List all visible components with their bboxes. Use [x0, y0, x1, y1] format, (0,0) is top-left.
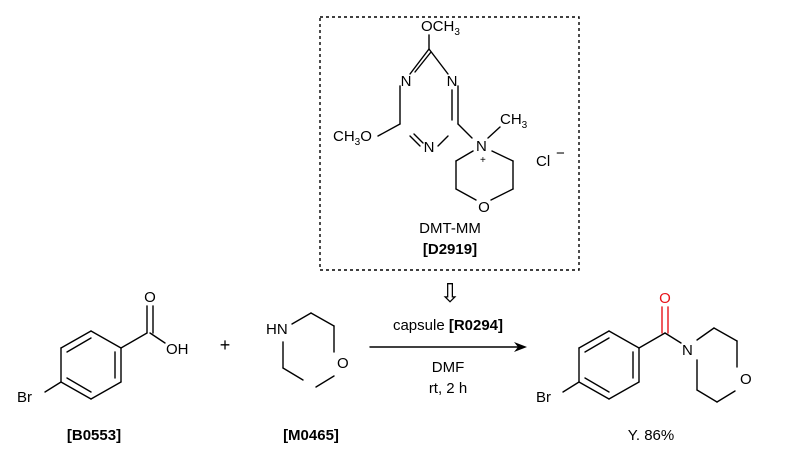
reagent-name: DMT-MM [419, 220, 481, 237]
reaction-arrow [369, 342, 527, 352]
quaternary-n: N [476, 138, 487, 155]
methoxy-left: CH3O [333, 128, 372, 148]
bromine-1: Br [17, 389, 32, 406]
chloride: Cl [536, 153, 550, 170]
triazine-n2: N [424, 139, 435, 156]
reactant-morpholine [282, 312, 335, 388]
arrow-above-label: capsule [R0294] [393, 317, 503, 334]
methoxy-top: OCH3 [421, 18, 460, 38]
reactant-2-code: [M0465] [283, 427, 339, 444]
morpholine-o: O [337, 355, 349, 372]
triazine-n3: N [401, 73, 412, 90]
product-amide [562, 306, 738, 403]
reagent-box: N N N OCH3 CH3O N + CH3 O Cl − DMT-MM [D… [319, 16, 580, 271]
triazine-n1: N [447, 73, 458, 90]
acid-hydroxyl: OH [166, 341, 189, 358]
morpholine-nh: HN [266, 321, 288, 338]
reactant-bromobenzoic-acid [44, 305, 166, 400]
reagent-code: [D2919] [423, 241, 477, 258]
n-plus-charge: + [480, 155, 486, 166]
conditions-label: rt, 2 h [429, 380, 467, 397]
plus-sign: + [220, 335, 231, 355]
dashed-frame [319, 16, 580, 271]
chloride-charge: − [556, 145, 565, 162]
reactant-1-code: [B0553] [67, 427, 121, 444]
bromine-2: Br [536, 389, 551, 406]
n-methyl: CH3 [500, 111, 528, 131]
triazine-ring [377, 34, 473, 147]
acid-carbonyl-o: O [144, 289, 156, 306]
product-yield: Y. 86% [628, 427, 674, 444]
product-amide-n: N [682, 342, 693, 359]
morpholinium-o: O [478, 199, 490, 216]
morpholinium-ring [455, 150, 514, 201]
product-carbonyl-o: O [659, 290, 671, 307]
product-morpholine-o: O [740, 371, 752, 388]
open-down-arrow-icon: ⇩ [439, 278, 461, 308]
solvent-label: DMF [432, 359, 465, 376]
